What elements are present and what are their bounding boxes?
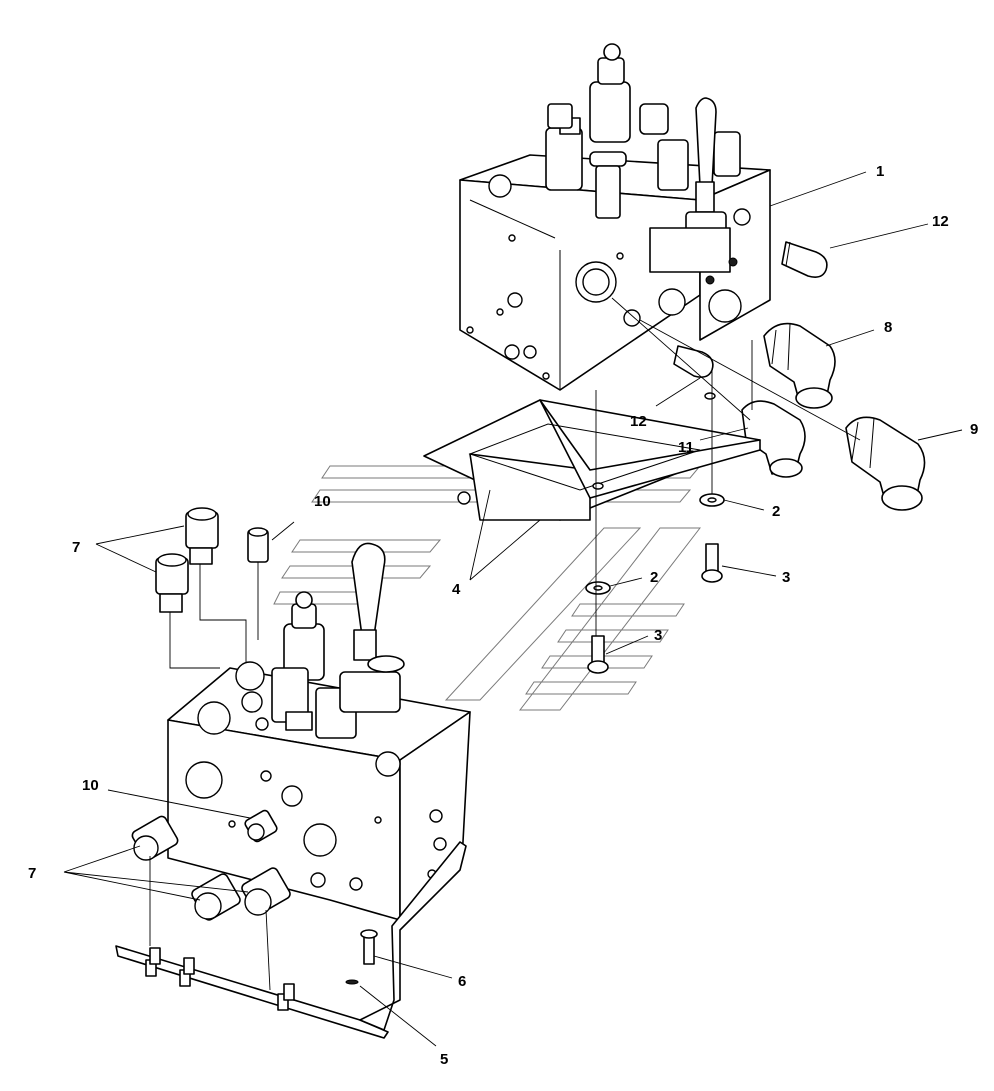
mounting-bracket (423, 392, 761, 521)
bolt-3-left (587, 635, 609, 674)
callout-leaders (63, 171, 963, 1047)
callout-7-lower: 7 (28, 865, 36, 882)
callout-12-upper: 12 (932, 213, 949, 230)
callout-10-lower: 10 (82, 777, 99, 794)
upper-valve-block (459, 43, 771, 391)
callout-7-upper: 7 (72, 539, 80, 556)
callout-9: 9 (970, 421, 978, 438)
callout-11: 11 (678, 439, 694, 456)
callout-6: 6 (458, 973, 466, 990)
fittings-7-upper-pair (155, 507, 219, 613)
callout-4: 4 (452, 581, 461, 598)
callout-2-left: 2 (650, 569, 658, 586)
elbow-fitting-11 (741, 400, 806, 478)
fitting-10-installed (244, 809, 278, 843)
elbow-fitting-9 (845, 416, 926, 511)
callout-1: 1 (876, 163, 884, 180)
fitting-12-upper (781, 241, 828, 278)
callout-labels: 1 12 8 9 12 11 2 3 2 3 4 10 7 10 7 6 5 (28, 163, 978, 1068)
fitting-10-upper (247, 527, 269, 563)
lower-bracket-plate (115, 841, 467, 1039)
plug-12-lower (673, 345, 714, 378)
lower-valve-block (167, 542, 471, 921)
assembly-lines (169, 297, 861, 669)
fittings-7-installed (131, 815, 291, 921)
callout-10-upper: 10 (314, 493, 331, 510)
callout-3-left: 3 (654, 627, 662, 644)
callout-12-lower: 12 (630, 413, 647, 430)
elbow-fitting-8 (763, 322, 836, 409)
callout-3-right: 3 (782, 569, 790, 586)
callout-8: 8 (884, 319, 892, 336)
callout-5: 5 (440, 1051, 448, 1068)
bolt-6 (360, 929, 378, 965)
washer-2-right (699, 493, 725, 507)
washer-2-left (585, 581, 611, 595)
callout-2-right: 2 (772, 503, 780, 520)
bolt-3-right (701, 543, 723, 583)
